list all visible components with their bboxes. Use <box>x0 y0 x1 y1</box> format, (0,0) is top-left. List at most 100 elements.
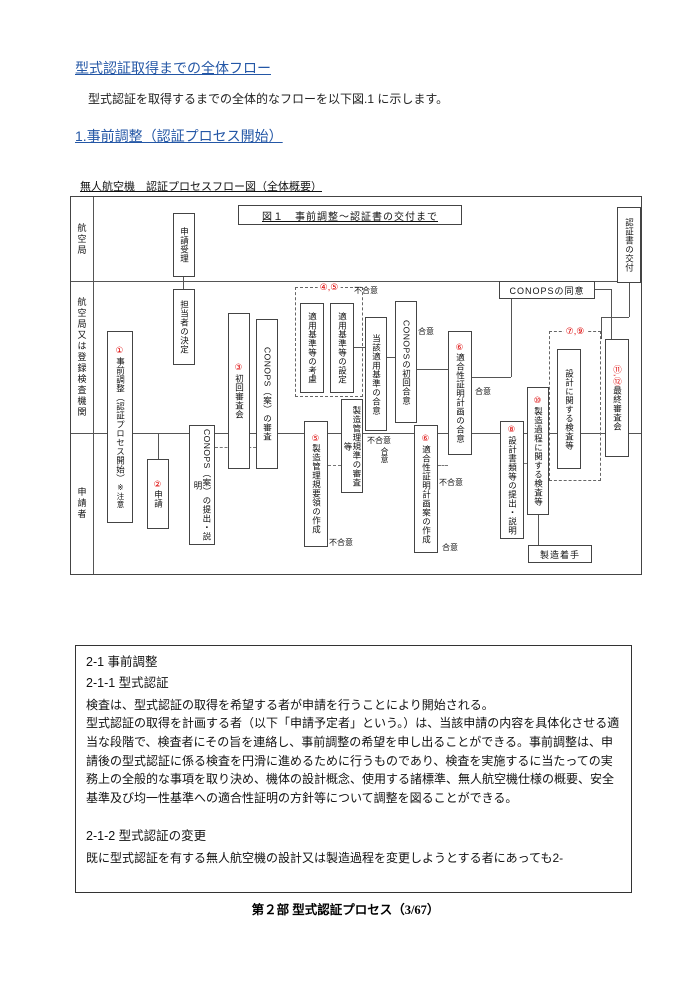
connector-line <box>601 317 629 318</box>
node-mfg-start: 製造着手 <box>528 545 592 563</box>
paragraph: 既に型式認証を有する無人航空機の設計又は製造過程を変更しようとする者にあっても2… <box>86 850 564 865</box>
node-criteria-consideration: 適用基準等の考慮 <box>300 303 324 393</box>
figure-title: 図１ 事前調整～認証書の交付まで <box>238 205 462 225</box>
step-number: ⑪,⑫ <box>612 365 623 386</box>
node-first-review: ③ 初回審査会 <box>228 313 250 469</box>
node-pre-coordination: ① 事前調整（認証プロセス開始） ※注意 <box>107 331 133 523</box>
label-agree: 合意 <box>442 543 458 552</box>
node-conformity-plan-agreement: ⑥ 適合性証明計画の合意 <box>448 331 472 455</box>
node-label: 適用基準等の設定 <box>337 312 348 384</box>
step-number: ⑥ <box>421 434 432 445</box>
node-mfg-control-creation: ⑤ 製造管理規要領の作成 <box>304 421 328 547</box>
step-number: ① <box>115 346 126 357</box>
paragraph-spacer <box>86 807 621 825</box>
label-disagree: 不合意 <box>329 538 353 547</box>
process-flow-diagram: 図１ 事前調整～認証書の交付まで 航空局 航空局又は登録検査機関 申請者 ④,⑤… <box>70 196 642 575</box>
diagram-caption: 無人航空機 認証プロセスフロー図（全体概要） <box>80 181 322 193</box>
node-final-review: ⑪,⑫ 最終審査会 <box>605 339 629 457</box>
connector-line-dashed <box>328 465 341 466</box>
node-label: 製造管理規要領の作成 <box>311 444 322 535</box>
label-agree: 合意 <box>418 327 434 336</box>
node-criteria-agreement: 当該適用基準の合意 <box>365 317 387 431</box>
step-number: ⑩ <box>533 396 544 407</box>
connector-line <box>629 283 630 317</box>
node-label: 初回審査会 <box>234 373 245 419</box>
node-conops-review: CONOPS（案）の審査 <box>256 319 278 469</box>
step-number: ⑥ <box>455 342 466 354</box>
connector-line-dashed <box>524 463 527 464</box>
group-4-5-number: ④,⑤ <box>317 282 341 293</box>
node-label: 製造過程に関する検査等 <box>533 406 544 506</box>
lane-divider-vertical <box>93 197 94 574</box>
section-heading: 1.事前調整（認証プロセス開始） <box>75 128 283 144</box>
group-steps-4-5: ④,⑤ <box>295 282 363 397</box>
node-label: CONOPSの初回合意 <box>401 319 412 405</box>
node-label: 最終審査会 <box>612 385 623 431</box>
label-agree: 合意 <box>475 387 491 396</box>
lane-label-inspection-org: 航空局又は登録検査機関 <box>76 296 87 418</box>
node-mfg-control-review: 製造管理規準の審査等 <box>341 399 363 493</box>
connector-line <box>387 357 395 358</box>
node-label: 申請受理 <box>179 227 190 263</box>
node-label: 適合性証明計画案の作成 <box>421 444 432 544</box>
node-label: 申請 <box>153 490 164 509</box>
node-label: CONOPS（案）の審査 <box>262 347 273 441</box>
connector-line <box>417 369 448 370</box>
page-footer: 第２部 型式認証プロセス（3/67） <box>251 903 440 917</box>
label-disagree: 不合意 <box>439 478 463 487</box>
paragraph: 型式認証の取得を計画する者（以下「申請予定者」という。）は、当該申請の内容を具体… <box>86 716 620 805</box>
body-text-box: 2-1 事前調整 2-1-1 型式認証 検査は、型式認証の取得を希望する者が申請… <box>75 645 632 893</box>
node-label: 事前調整（認証プロセス開始） <box>115 356 126 483</box>
connector-line <box>601 317 602 339</box>
node-conformity-plan-creation: ⑥ 適合性証明計画案の作成 <box>414 425 438 553</box>
step-number: ⑤ <box>311 433 322 445</box>
node-application: ② 申請 <box>147 459 169 529</box>
subsection-heading-2-1-1: 2-1-1 型式認証 <box>86 676 169 691</box>
node-label: 設計に関する検査等 <box>564 368 575 450</box>
node-label: 適用基準等の考慮 <box>307 312 318 384</box>
node-label: 設計書類等の提出・説明 <box>507 435 518 535</box>
node-conops-submission: CONOPS（案）の提出・説明 <box>189 425 215 545</box>
node-label: 当該適用基準の合意 <box>371 333 382 415</box>
connector-line <box>511 299 512 377</box>
subsection-heading-2-1-2: 2-1-2 型式認証の変更 <box>86 829 207 844</box>
connector-line-dashed <box>438 465 448 466</box>
connector-line <box>183 277 184 289</box>
connector-line <box>158 433 159 459</box>
subsection-heading-2-1: 2-1 事前調整 <box>86 655 158 669</box>
node-process-inspection: ⑩ 製造過程に関する検査等 <box>527 387 549 515</box>
node-label: CONOPSの同意 <box>509 285 585 296</box>
connector-line <box>472 377 511 378</box>
lane-label-koku-kyoku: 航空局 <box>76 222 87 256</box>
connector-line <box>354 347 365 348</box>
label-disagree: 不合意 <box>354 286 378 295</box>
node-label: 担当者の決定 <box>179 300 190 354</box>
page-title: 型式認証取得までの全体フロー <box>75 60 271 76</box>
lane-divider <box>71 281 641 282</box>
label-disagree: 不合意 <box>367 436 391 445</box>
node-label: 製造管理規準の審査等 <box>343 405 362 487</box>
node-staff-assigned: 担当者の決定 <box>173 289 195 365</box>
group-7-9-number: ⑦,⑨ <box>563 326 587 337</box>
connector-line <box>595 289 611 290</box>
connector-line <box>611 289 612 339</box>
paragraph: 検査は、型式認証の取得を希望する者が申請を行うことにより開始される。 <box>86 697 494 712</box>
node-conops-consent: CONOPSの同意 <box>499 281 595 299</box>
node-conops-initial-agreement: CONOPSの初回合意 <box>395 301 417 423</box>
lane-label-applicant: 申請者 <box>76 487 87 520</box>
connector-line <box>538 515 539 545</box>
step-number: ③ <box>234 363 245 374</box>
node-label: 適合性証明計画の合意 <box>455 353 466 444</box>
step-number: ② <box>153 479 164 491</box>
intro-text: 型式認証を取得するまでの全体的なフローを以下図.1 に示します。 <box>88 92 449 106</box>
node-certificate-issued: 認証書の交付 <box>617 207 641 283</box>
node-label: 認証書の交付 <box>624 218 635 272</box>
node-label: 製造着手 <box>539 549 580 560</box>
node-application-received: 申請受理 <box>173 213 195 277</box>
label-agree: 合意 <box>380 447 389 463</box>
node-note: ※注意 <box>115 482 125 509</box>
node-design-docs-submission: ⑧ 設計書類等の提出・説明 <box>500 421 524 539</box>
step-number: ⑧ <box>507 425 518 436</box>
node-design-inspection: 設計に関する検査等 <box>557 349 581 469</box>
